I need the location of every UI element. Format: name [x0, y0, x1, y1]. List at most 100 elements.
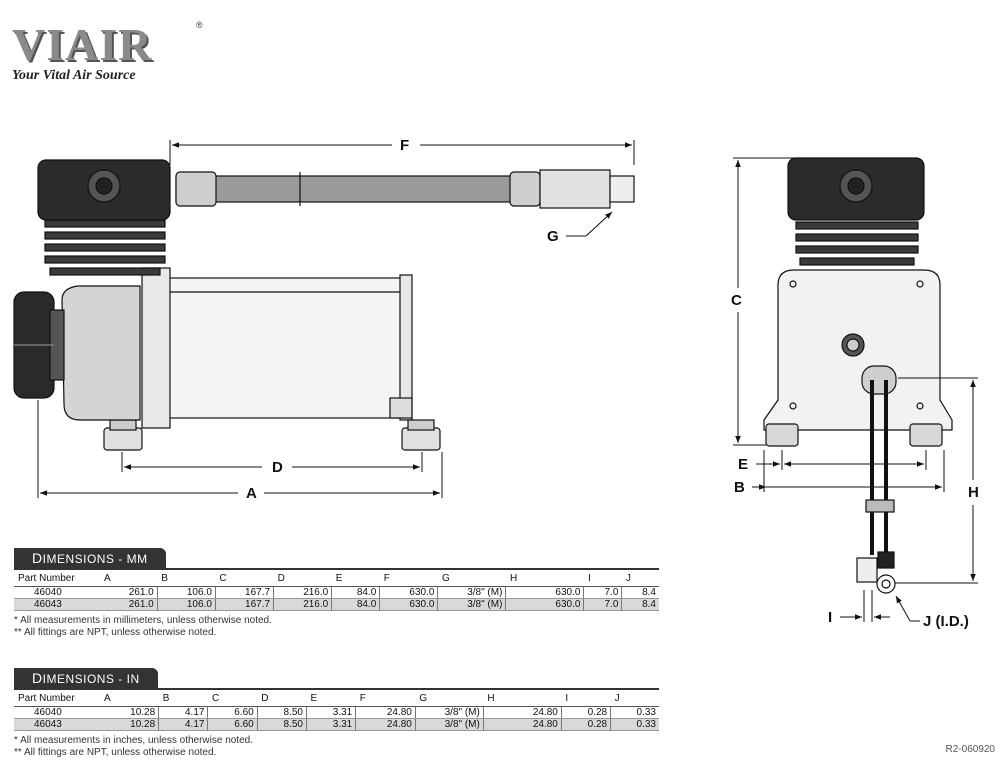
cell-d: 8.50	[257, 718, 307, 731]
cell-h: 24.80	[483, 706, 562, 719]
dim-label-F: F	[400, 137, 409, 154]
cell-b: 4.17	[158, 718, 209, 731]
wire-grommet	[861, 365, 897, 395]
power-wires	[870, 380, 888, 555]
logo-wordmark: VIAIR	[12, 19, 153, 70]
dim-label-D: D	[272, 459, 283, 476]
rear-bracket	[399, 274, 413, 421]
cylinder-fins	[44, 219, 166, 276]
mm-note-fittings: ** All fittings are NPT, unless otherwis…	[14, 627, 217, 638]
revision-code: R2-060920	[945, 744, 995, 755]
dim-label-E: E	[738, 456, 748, 473]
header-d: D	[273, 569, 332, 587]
rear-foot	[401, 427, 441, 451]
logo-tagline: Your Vital Air Source	[12, 68, 136, 83]
dimensions-mm-title: DIMENSIONS - MM	[14, 548, 166, 568]
header-d: D	[257, 689, 307, 707]
cell-g: 3/8" (M)	[437, 586, 507, 599]
header-part-number: Part Number	[14, 689, 100, 707]
dim-label-B: B	[734, 479, 745, 496]
leader-hose	[175, 175, 537, 203]
header-e: E	[331, 569, 380, 587]
cell-f: 24.80	[355, 718, 416, 731]
header-a: A	[100, 689, 159, 707]
cell-i: 7.0	[583, 598, 623, 611]
header-f: F	[355, 689, 416, 707]
dim-label-J: J (I.D.)	[923, 613, 969, 630]
cell-b: 4.17	[158, 706, 209, 719]
header-e: E	[306, 689, 356, 707]
header-b: B	[158, 689, 208, 707]
cell-part-number: 46043	[14, 718, 100, 731]
cell-g: 3/8" (M)	[415, 706, 484, 719]
cell-d: 216.0	[273, 586, 333, 599]
logo-registered-mark: ®	[196, 20, 203, 30]
cell-part-number: 46040	[14, 706, 100, 719]
cell-f: 630.0	[379, 598, 439, 611]
header-h: H	[505, 569, 584, 587]
cell-f: 630.0	[379, 586, 439, 599]
front-view	[763, 157, 953, 594]
cell-e: 84.0	[331, 598, 381, 611]
dimensions-in-table: Part Number A B C D E F G H I J 46040 10…	[14, 688, 659, 731]
in-note-measurements: * All measurements in inches, unless oth…	[14, 735, 254, 746]
dimensions-in-section: DIMENSIONS - IN Part Number A B C D E F …	[14, 668, 659, 759]
cell-f: 24.80	[355, 706, 416, 719]
dim-label-C: C	[731, 292, 742, 309]
header-j: J	[610, 689, 659, 707]
cell-e: 3.31	[306, 706, 357, 719]
dim-label-H: H	[968, 484, 979, 501]
cell-d: 216.0	[273, 598, 333, 611]
table-row: 46043 261.0 106.0 167.7 216.0 84.0 630.0…	[14, 598, 659, 611]
cell-i: 0.28	[561, 706, 612, 719]
header-c: C	[207, 689, 258, 707]
cell-h: 630.0	[505, 598, 585, 611]
cell-j: 0.33	[610, 718, 659, 731]
ring-terminal	[876, 574, 896, 594]
dimensions-mm-table: Part Number A B C D E F G H I J 46040 26…	[14, 568, 659, 611]
dimensions-mm-section: DIMENSIONS - MM Part Number A B C D E F …	[14, 548, 659, 639]
cell-h: 630.0	[505, 586, 585, 599]
dimensions-in-title: DIMENSIONS - IN	[14, 668, 158, 688]
header-h: H	[483, 689, 562, 707]
spade-terminal	[856, 557, 878, 583]
cell-c: 6.60	[207, 706, 258, 719]
cell-i: 0.28	[561, 718, 612, 731]
dim-label-I: I	[828, 609, 832, 626]
cell-e: 3.31	[306, 718, 357, 731]
header-g: G	[437, 569, 506, 587]
hose-fitting	[539, 169, 611, 209]
header-c: C	[215, 569, 274, 587]
header-f: F	[379, 569, 438, 587]
cell-a: 261.0	[100, 586, 158, 599]
cell-c: 167.7	[215, 586, 275, 599]
cell-j: 0.33	[610, 706, 659, 719]
viair-logo: VIAIR ® Your Vital Air Source	[12, 19, 203, 84]
front-bracket	[141, 267, 171, 429]
cell-c: 167.7	[215, 598, 275, 611]
header-a: A	[100, 569, 158, 587]
cell-b: 106.0	[157, 586, 216, 599]
cell-g: 3/8" (M)	[415, 718, 484, 731]
cell-j: 8.4	[621, 598, 659, 611]
cell-d: 8.50	[257, 706, 307, 719]
cell-j: 8.4	[621, 586, 659, 599]
cell-g: 3/8" (M)	[437, 598, 507, 611]
front-foot	[103, 427, 143, 451]
cell-part-number: 46040	[14, 586, 100, 599]
mm-note-measurements: * All measurements in millimeters, unles…	[14, 615, 272, 626]
cell-a: 10.28	[100, 718, 160, 731]
table-row: 46040 261.0 106.0 167.7 216.0 84.0 630.0…	[14, 586, 659, 599]
cell-a: 261.0	[100, 598, 158, 611]
in-note-fittings: ** All fittings are NPT, unless otherwis…	[14, 747, 217, 758]
header-i: I	[583, 569, 622, 587]
table-row: 46040 10.28 4.17 6.60 8.50 3.31 24.80 3/…	[14, 706, 659, 719]
cell-a: 10.28	[100, 706, 160, 719]
header-g: G	[415, 689, 484, 707]
dim-label-A: A	[246, 485, 257, 502]
header-part-number: Part Number	[14, 569, 100, 587]
front-dimensions	[733, 157, 978, 622]
crankcase	[61, 285, 141, 421]
table-header-row: Part Number A B C D E F G H I J	[14, 689, 659, 707]
